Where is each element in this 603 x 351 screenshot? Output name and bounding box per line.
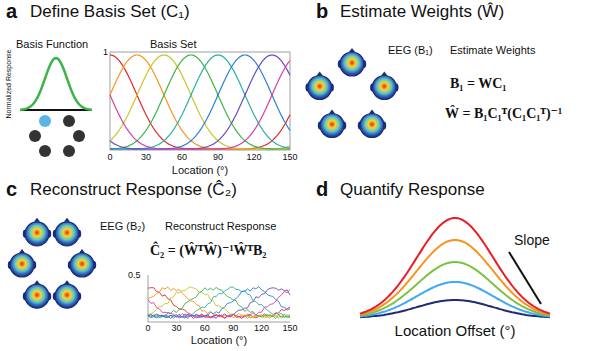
reconstructed-curve bbox=[148, 287, 290, 318]
nose bbox=[34, 218, 40, 222]
tick-label: 120 bbox=[254, 323, 269, 333]
nose bbox=[34, 280, 40, 284]
plot-frame bbox=[110, 52, 290, 150]
tick-label: 120 bbox=[246, 152, 261, 162]
nose bbox=[79, 249, 85, 253]
tick-label: 0.5 bbox=[128, 270, 141, 280]
scalp-map bbox=[70, 253, 94, 277]
panel-title: Define Basis Set (C₁) bbox=[30, 2, 190, 22]
reconstructed-curve bbox=[148, 287, 290, 319]
nose bbox=[64, 218, 70, 222]
eeg-head bbox=[370, 71, 398, 99]
annotation: Slope bbox=[514, 232, 550, 248]
tuning-curve bbox=[360, 300, 550, 317]
tick-label: 0 bbox=[145, 323, 150, 333]
scalp-map bbox=[55, 222, 79, 246]
scalp-map bbox=[10, 253, 34, 277]
tick-label: 150 bbox=[282, 323, 297, 333]
eeg-head bbox=[358, 110, 386, 138]
basis-curve bbox=[110, 55, 290, 149]
axis-title: Location (°) bbox=[191, 334, 247, 347]
basis-function-curve bbox=[20, 58, 92, 110]
tick-label: 30 bbox=[141, 152, 151, 162]
axis-title: Location Offset (°) bbox=[395, 322, 516, 339]
scalp-map bbox=[55, 284, 79, 308]
tick-label: 60 bbox=[177, 152, 187, 162]
panel-title: Quantify Response bbox=[340, 180, 485, 200]
scalp-map bbox=[340, 52, 364, 76]
reconstructed-curve bbox=[148, 287, 290, 318]
scalp-map bbox=[360, 114, 384, 138]
tick-label: 90 bbox=[228, 323, 238, 333]
tuning-curve bbox=[360, 240, 550, 315]
basis-curve bbox=[110, 55, 290, 149]
tick-label: 60 bbox=[200, 323, 210, 333]
axis-title: Location (°) bbox=[172, 164, 228, 177]
scalp-map bbox=[308, 75, 332, 99]
tick-label: 1 bbox=[103, 47, 108, 57]
eeg-head bbox=[318, 110, 346, 138]
panel-title: Reconstruct Response (Ĉ₂) bbox=[30, 180, 237, 200]
plot-title: Estimate Weights bbox=[450, 44, 535, 57]
reconstructed-curve bbox=[148, 287, 290, 319]
basis-curve bbox=[110, 55, 290, 149]
tuning-curves bbox=[360, 218, 550, 317]
plot-title: Basis Function bbox=[16, 38, 88, 51]
eeg-head bbox=[305, 71, 333, 99]
eeg-heads bbox=[305, 48, 398, 138]
panel-letter: b bbox=[316, 0, 328, 23]
data-label: EEG (B₁) bbox=[388, 44, 433, 57]
tuning-curve bbox=[360, 282, 550, 316]
reconstructed-curve bbox=[148, 290, 290, 319]
tuning-curve bbox=[360, 262, 550, 316]
plot-title: Basis Set bbox=[150, 38, 196, 51]
equation: B₁ = WC₁ bbox=[450, 76, 507, 92]
eeg-head bbox=[8, 249, 36, 277]
eeg-head bbox=[338, 48, 366, 76]
equation: Ĉ₂ = (ŴᵀŴ)⁻¹ŴᵀB₂ bbox=[150, 243, 267, 259]
axis-title: Normalized Response bbox=[5, 50, 13, 119]
scalp-map bbox=[25, 222, 49, 246]
eeg-head bbox=[53, 218, 81, 246]
reconstructed-curves bbox=[148, 287, 290, 319]
eeg-head bbox=[68, 249, 96, 277]
reconstructed-curve bbox=[148, 287, 290, 318]
tick-label: 90 bbox=[213, 152, 223, 162]
reconstructed-curve bbox=[148, 288, 290, 319]
panel-letter: d bbox=[316, 178, 328, 201]
panel-letter: a bbox=[6, 0, 17, 23]
tuning-curve bbox=[360, 218, 550, 314]
nose bbox=[64, 280, 70, 284]
eeg-head bbox=[23, 218, 51, 246]
baseline bbox=[20, 109, 92, 111]
scalp-map bbox=[320, 114, 344, 138]
eeg-head bbox=[23, 280, 51, 308]
scalp-map bbox=[372, 75, 396, 99]
data-label: EEG (B₂) bbox=[100, 220, 145, 233]
nose bbox=[19, 249, 25, 253]
basis-curve bbox=[110, 55, 290, 149]
panel-title: Estimate Weights (Ŵ) bbox=[340, 2, 504, 22]
location-dots bbox=[29, 115, 85, 157]
tick-label: 150 bbox=[282, 152, 297, 162]
equation: Ŵ = B₁C₁ᵀ(C₁C₁ᵀ)⁻¹ bbox=[445, 106, 562, 122]
basis-curve bbox=[110, 55, 290, 149]
slope-line bbox=[509, 252, 541, 304]
scalp-map bbox=[25, 284, 49, 308]
basis-curve bbox=[110, 55, 290, 149]
eeg-head bbox=[53, 280, 81, 308]
reconstructed-curve bbox=[148, 288, 290, 319]
basis-curve bbox=[110, 61, 290, 150]
eeg-heads bbox=[8, 218, 96, 308]
panel-letter: c bbox=[6, 178, 17, 201]
plot-title: Reconstruct Response bbox=[165, 220, 276, 233]
basis-set-curves bbox=[110, 55, 290, 149]
axis bbox=[148, 322, 290, 323]
tick-label: 0 bbox=[107, 152, 112, 162]
basis-curve bbox=[110, 55, 290, 149]
tick-label: 30 bbox=[171, 323, 181, 333]
